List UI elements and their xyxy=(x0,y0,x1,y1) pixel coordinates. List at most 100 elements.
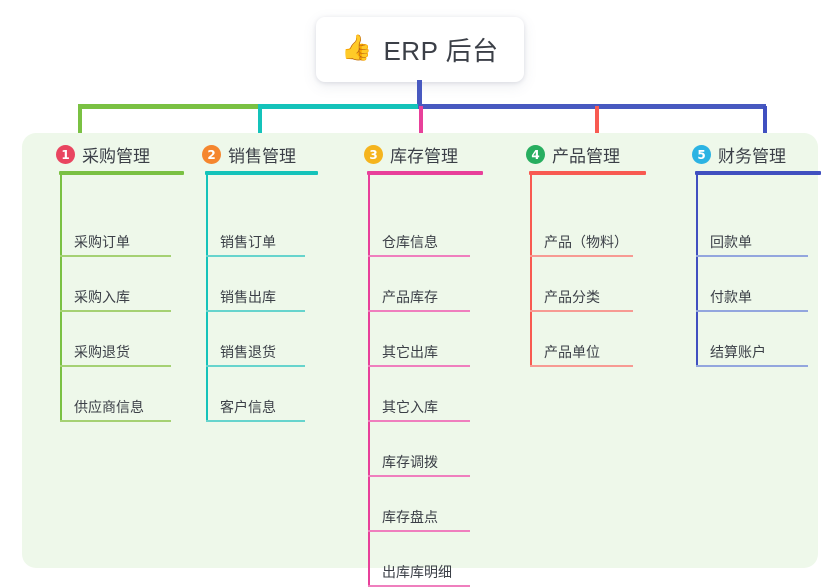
leaf-item[interactable]: 仓库信息 xyxy=(368,211,470,257)
drop-finance xyxy=(763,106,767,152)
leaf-item-label: 产品分类 xyxy=(544,289,600,305)
leaf-item[interactable]: 产品单位 xyxy=(530,321,633,367)
leaf-item[interactable]: 产品（物料） xyxy=(530,211,633,257)
leaf-item-underline xyxy=(60,420,171,422)
leaf-item-underline xyxy=(368,365,470,367)
leaf-item[interactable]: 销售出库 xyxy=(206,266,305,312)
leaf-item[interactable]: 采购退货 xyxy=(60,321,171,367)
leaf-item-label: 客户信息 xyxy=(220,399,276,415)
leaf-item[interactable]: 销售退货 xyxy=(206,321,305,367)
leaf-item-underline xyxy=(368,255,470,257)
leaf-item-underline xyxy=(530,310,633,312)
branch-rule-4 xyxy=(529,171,646,175)
leaf-item-underline xyxy=(60,310,171,312)
leaf-item-label: 出库库明细 xyxy=(382,564,452,580)
leaf-item-label: 采购退货 xyxy=(74,344,130,360)
leaf-item-label: 产品单位 xyxy=(544,344,600,360)
leaf-item-underline xyxy=(530,365,633,367)
drop-inventory xyxy=(419,106,423,152)
drop-product xyxy=(595,106,599,152)
leaf-item[interactable]: 其它入库 xyxy=(368,376,470,422)
leaf-item[interactable]: 采购订单 xyxy=(60,211,171,257)
leaf-item-label: 供应商信息 xyxy=(74,399,144,415)
leaf-item-label: 仓库信息 xyxy=(382,234,438,250)
branch-title-4: 产品管理 xyxy=(552,147,620,166)
branch-spine-5 xyxy=(696,173,698,367)
leaf-item-label: 库存盘点 xyxy=(382,509,438,525)
leaf-item-underline xyxy=(530,255,633,257)
branch-rule-3 xyxy=(367,171,483,175)
branch-spine-3 xyxy=(368,173,370,587)
drop-purchase xyxy=(78,106,82,152)
leaf-item-label: 销售出库 xyxy=(220,289,276,305)
leaf-item-underline xyxy=(368,530,470,532)
branch-title-1: 采购管理 xyxy=(82,147,150,166)
bus-blue xyxy=(418,104,766,109)
root-node-content: 👍 ERP 后台 xyxy=(341,31,498,68)
leaf-item-underline xyxy=(696,255,808,257)
leaf-item[interactable]: 客户信息 xyxy=(206,376,305,422)
leaf-item-underline xyxy=(206,365,305,367)
bus-teal xyxy=(258,104,422,109)
drop-sales xyxy=(258,106,262,152)
leaf-item[interactable]: 销售订单 xyxy=(206,211,305,257)
branch-spine-4 xyxy=(530,173,532,367)
leaf-item[interactable]: 产品库存 xyxy=(368,266,470,312)
branch-badge-2: 2 xyxy=(202,145,221,164)
leaf-item-label: 结算账户 xyxy=(710,344,766,360)
branch-badge-5: 5 xyxy=(692,145,711,164)
leaf-item-label: 采购订单 xyxy=(74,234,130,250)
branch-spine-1 xyxy=(60,173,62,422)
branch-rule-1 xyxy=(59,171,184,175)
branch-header-4[interactable]: 4 产品管理 xyxy=(526,142,620,167)
leaf-item[interactable]: 回款单 xyxy=(696,211,808,257)
branch-badge-1: 1 xyxy=(56,145,75,164)
leaf-item-underline xyxy=(368,310,470,312)
branch-title-2: 销售管理 xyxy=(228,147,296,166)
thumbs-up-icon: 👍 xyxy=(341,34,373,62)
leaf-item-underline xyxy=(696,310,808,312)
branch-header-2[interactable]: 2 销售管理 xyxy=(202,142,296,167)
leaf-item-underline xyxy=(60,255,171,257)
leaf-item-label: 库存调拨 xyxy=(382,454,438,470)
leaf-item-underline xyxy=(368,420,470,422)
leaf-item[interactable]: 供应商信息 xyxy=(60,376,171,422)
leaf-item-label: 其它入库 xyxy=(382,399,438,415)
leaf-item[interactable]: 出库库明细 xyxy=(368,541,470,587)
branch-title-5: 财务管理 xyxy=(718,147,786,166)
leaf-item-underline xyxy=(206,310,305,312)
leaf-item[interactable]: 库存调拨 xyxy=(368,431,470,477)
leaf-item-label: 产品库存 xyxy=(382,289,438,305)
bus-green xyxy=(78,104,260,109)
branch-badge-3: 3 xyxy=(364,145,383,164)
branch-spine-2 xyxy=(206,173,208,422)
leaf-item[interactable]: 结算账户 xyxy=(696,321,808,367)
leaf-item[interactable]: 付款单 xyxy=(696,266,808,312)
branch-title-3: 库存管理 xyxy=(390,147,458,166)
leaf-item[interactable]: 库存盘点 xyxy=(368,486,470,532)
leaf-item[interactable]: 产品分类 xyxy=(530,266,633,312)
leaf-item-underline xyxy=(696,365,808,367)
leaf-item[interactable]: 采购入库 xyxy=(60,266,171,312)
leaf-item-label: 销售订单 xyxy=(220,234,276,250)
leaf-item-label: 销售退货 xyxy=(220,344,276,360)
leaf-item-underline xyxy=(60,365,171,367)
leaf-item[interactable]: 其它出库 xyxy=(368,321,470,367)
branch-rule-5 xyxy=(695,171,821,175)
leaf-item-label: 采购入库 xyxy=(74,289,130,305)
leaf-item-label: 回款单 xyxy=(710,234,752,250)
branches-panel: 1 采购管理采购订单采购入库采购退货供应商信息 2 销售管理销售订单销售出库销售退货客… xyxy=(22,133,821,587)
branch-badge-4: 4 xyxy=(526,145,545,164)
leaf-item-underline xyxy=(206,255,305,257)
leaf-item-label: 产品（物料） xyxy=(544,234,628,250)
root-trunk-connector xyxy=(417,80,422,108)
leaf-item-underline xyxy=(368,475,470,477)
root-node-erp-backend[interactable]: 👍 ERP 后台 xyxy=(316,17,524,82)
branch-header-5[interactable]: 5 财务管理 xyxy=(692,142,786,167)
leaf-item-label: 其它出库 xyxy=(382,344,438,360)
branch-header-3[interactable]: 3 库存管理 xyxy=(364,142,458,167)
leaf-item-underline xyxy=(206,420,305,422)
root-node-title: ERP 后台 xyxy=(383,36,499,66)
branch-header-1[interactable]: 1 采购管理 xyxy=(56,142,150,167)
